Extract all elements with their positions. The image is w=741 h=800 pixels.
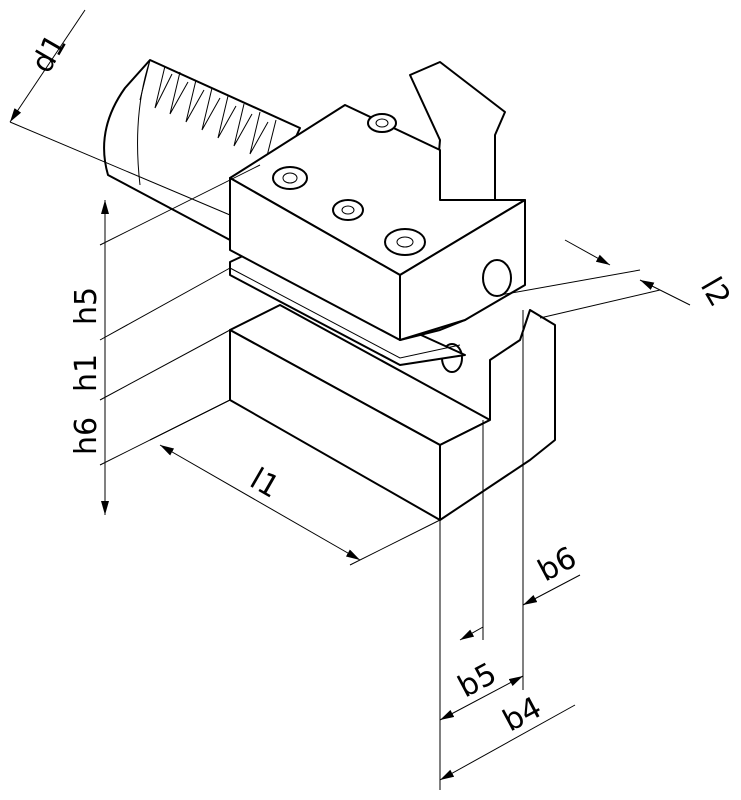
label-b6: b6 bbox=[532, 540, 582, 589]
label-l2: l2 bbox=[693, 272, 737, 313]
label-b4: b4 bbox=[497, 690, 547, 739]
label-d1: d1 bbox=[25, 28, 74, 79]
label-h1: h1 bbox=[69, 354, 104, 392]
label-b5: b5 bbox=[452, 656, 502, 705]
dimension-lines bbox=[9, 9, 691, 790]
label-h5: h5 bbox=[69, 287, 104, 325]
label-l1: l1 bbox=[244, 462, 285, 506]
clamp-block bbox=[229, 61, 526, 341]
label-h6: h6 bbox=[69, 417, 104, 455]
screw-heads bbox=[272, 113, 426, 256]
